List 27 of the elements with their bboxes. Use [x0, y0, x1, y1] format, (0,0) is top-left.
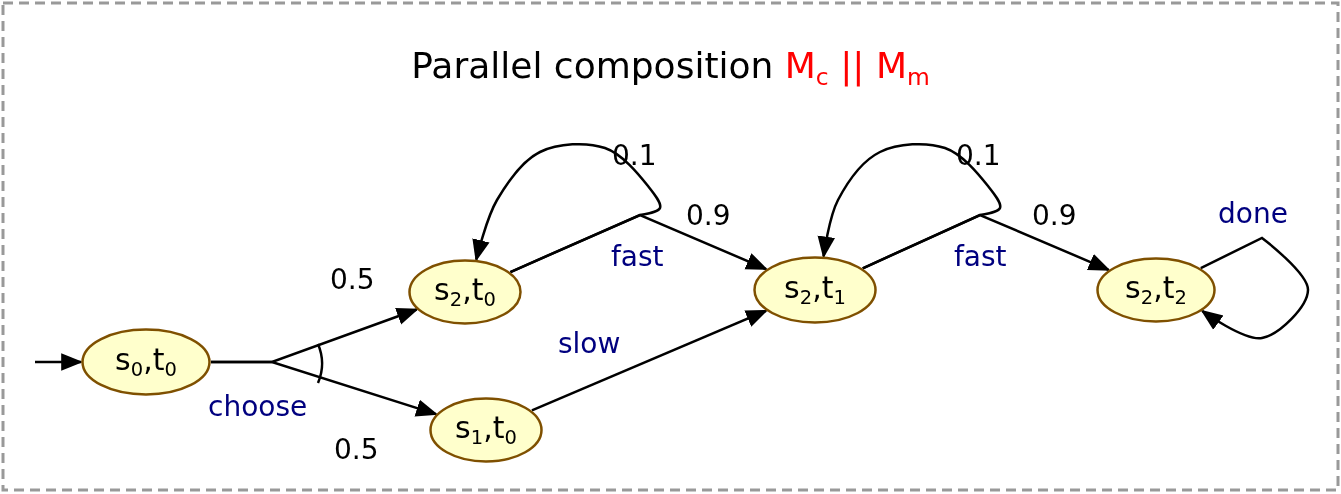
state-label: s$_{2}$,t$_{2}$ [1124, 272, 1188, 308]
state-ellipse [429, 397, 543, 463]
state-ellipse [408, 259, 522, 325]
edge-label: done [1218, 200, 1288, 228]
edge-label: 0.5 [334, 436, 379, 464]
edge-label: 0.5 [330, 266, 375, 294]
state-ellipse [81, 328, 211, 396]
arrow [211, 360, 439, 417]
arrow [531, 309, 769, 412]
edge-label: 0.9 [1032, 202, 1077, 230]
state-ellipse [753, 256, 877, 324]
action-label: fast [611, 243, 664, 271]
state-label: s$_{2}$,t$_{1}$ [783, 272, 847, 308]
state-label: s$_{2}$,t$_{0}$ [433, 274, 497, 310]
arrow [509, 213, 769, 274]
edge-label: slow [558, 330, 621, 358]
action-label: choose [208, 393, 308, 421]
title: Parallel composition M$_{c}$ || M$_{m}$ [410, 45, 931, 91]
edge-label: 0.9 [686, 202, 731, 230]
state-label: s$_{1}$,t$_{0}$ [454, 412, 518, 448]
self-loop-arrow [1200, 236, 1310, 340]
arrow [862, 213, 1111, 271]
edge-label: 0.1 [956, 142, 1001, 170]
state-ellipse [1096, 257, 1216, 323]
action-label: fast [954, 243, 1007, 271]
edge-label: 0.1 [612, 142, 657, 170]
state-label: s$_{0}$,t$_{0}$ [114, 344, 178, 380]
